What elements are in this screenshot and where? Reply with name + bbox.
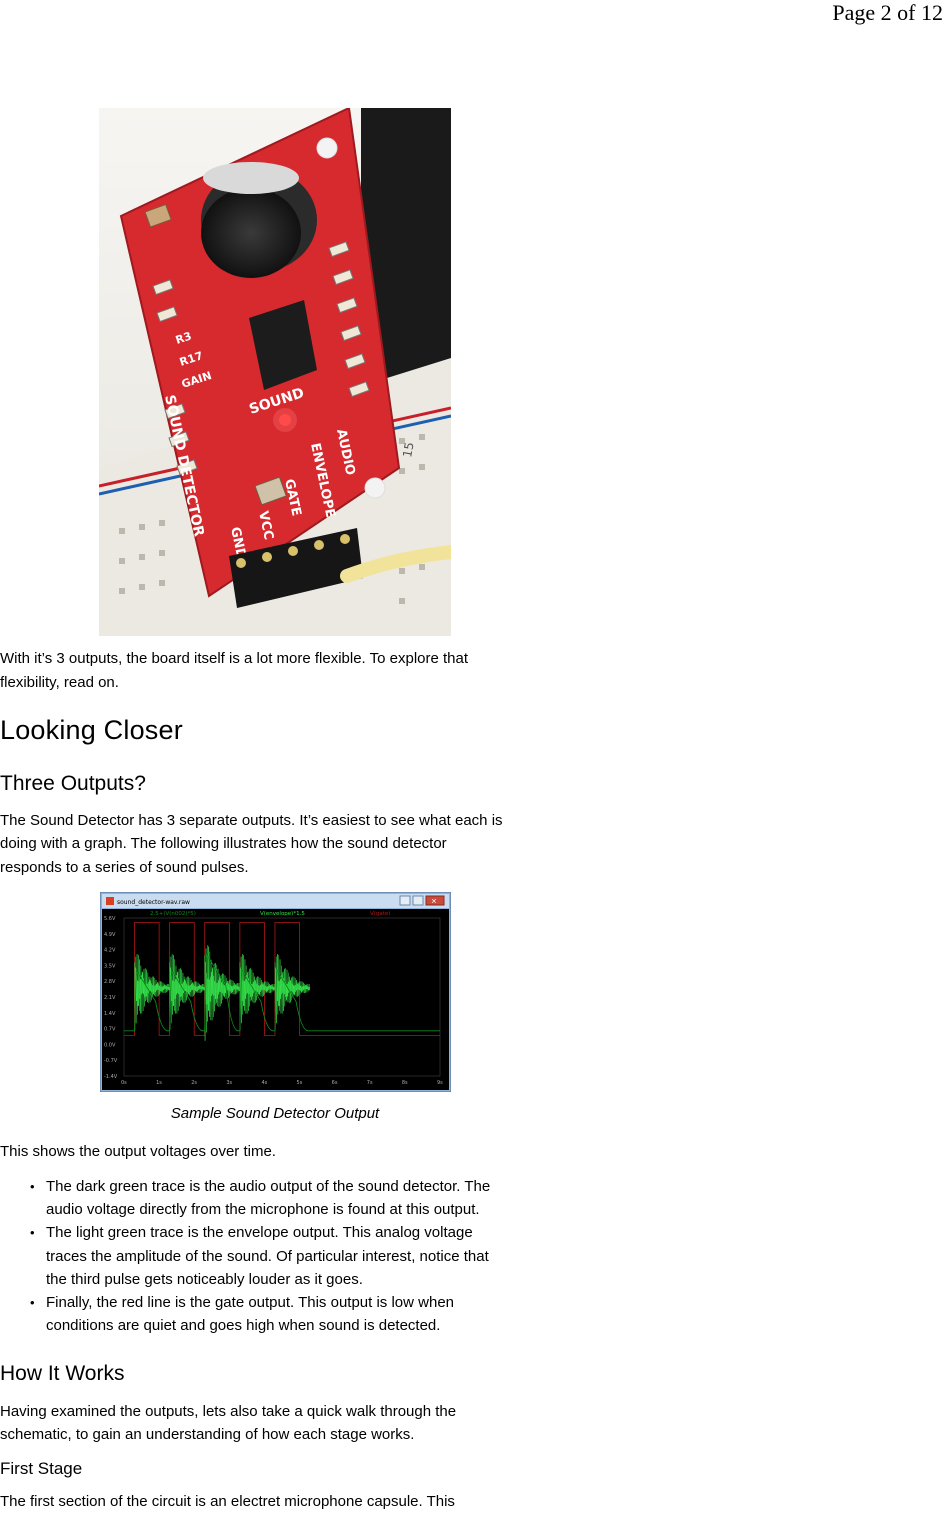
x-tick-label: 7s [367, 1080, 373, 1086]
y-tick-label: 5.6V [104, 916, 116, 922]
bullet-envelope: The light green trace is the envelope ou… [30, 1221, 591, 1291]
y-tick-label: -1.4V [104, 1074, 118, 1080]
three-outputs-text-1: The Sound Detector has 3 separate output… [0, 812, 503, 829]
minimize-button[interactable] [399, 895, 411, 906]
plot-frame [123, 917, 441, 1077]
breadboard-row-label: 15 [400, 441, 416, 458]
heading-first-stage: First Stage [0, 1459, 83, 1478]
audio-burst-trace [274, 954, 310, 1030]
three-outputs-text-2: doing with a graph. The following illust… [0, 835, 447, 852]
bullet-envelope-line-2: traces the amplitude of the sound. Of pa… [46, 1247, 489, 1265]
bullet-audio: The dark green trace is the audio output… [30, 1175, 591, 1221]
app-icon [106, 897, 114, 905]
scope-window-title: sound_detector-wav.raw [117, 899, 190, 906]
audio-burst-trace [169, 954, 205, 1030]
y-tick-label: 1.4V [104, 1011, 116, 1017]
x-tick-label: 5s [297, 1080, 303, 1086]
x-tick-label: 4s [261, 1080, 267, 1086]
x-tick-label: 2s [191, 1080, 197, 1086]
y-tick-label: 3.5V [104, 963, 116, 969]
how-it-works-text-1: Having examined the outputs, lets also t… [0, 1403, 457, 1420]
heading-looking-closer: Looking Closer [0, 715, 183, 745]
output-bullet-list: The dark green trace is the audio output… [0, 1175, 591, 1337]
bullet-gate: Finally, the red line is the gate output… [30, 1291, 591, 1337]
trace-label: V(envelope)*1.5 [260, 911, 305, 917]
y-tick-label: 2.8V [104, 979, 116, 985]
three-outputs-text-3: responds to a series of sound pulses. [0, 859, 249, 876]
breadboard-holes [119, 434, 425, 604]
y-tick-label: 4.9V [104, 932, 116, 938]
y-tick-label: 4.2V [104, 948, 116, 954]
bullet-envelope-line-3: the third pulse gets noticeably louder a… [46, 1270, 363, 1288]
board-label-r3: R3 [174, 330, 193, 347]
trace-label: 2.5+(V(n002)*5) [150, 911, 196, 917]
sound-detector-photo: 15 SOUND [99, 108, 451, 636]
first-stage-text: The first section of the circuit is an e… [0, 1493, 455, 1510]
page-number: Page 2 of 12 [832, 0, 943, 25]
bullet-gate-line-2: conditions are quiet and goes high when … [46, 1317, 441, 1335]
scope-window: sound_detector-wav.raw ✕ 2.5+(V(n002)*5)… [99, 891, 452, 1093]
y-tick-label: 2.1V [104, 995, 116, 1001]
bullet-audio-line-2: audio voltage directly from the micropho… [46, 1201, 480, 1219]
trace-label: V(gate) [370, 911, 390, 917]
intro-text-line-2: flexibility, read on. [0, 674, 119, 691]
y-tick-label: -0.7V [104, 1058, 118, 1064]
board-label-vcc: VCC [255, 510, 276, 542]
header-pins [236, 534, 350, 568]
close-icon: ✕ [431, 898, 437, 906]
figure-caption: Sample Sound Detector Output [170, 1105, 380, 1122]
heading-three-outputs: Three Outputs? [0, 772, 146, 795]
audio-burst-trace [239, 954, 275, 1030]
x-tick-label: 0s [121, 1080, 127, 1086]
audio-burst-trace [134, 954, 170, 1030]
x-tick-label: 8s [402, 1080, 408, 1086]
bullet-gate-line-1: Finally, the red line is the gate output… [46, 1294, 455, 1312]
close-button[interactable] [425, 895, 445, 906]
output-text: This shows the output voltages over time… [0, 1143, 276, 1160]
how-it-works-text-2: schematic, to gain an understanding of h… [0, 1426, 415, 1443]
audio-burst-trace [204, 945, 240, 1041]
heading-how-it-works: How It Works [0, 1362, 125, 1385]
x-tick-label: 9s [437, 1080, 443, 1086]
x-tick-label: 1s [156, 1080, 162, 1086]
y-tick-label: 0.7V [104, 1027, 116, 1033]
sound-detector-output-graph: sound_detector-wav.raw ✕ 2.5+(V(n002)*5)… [99, 891, 452, 1093]
intro-text-line-1: With it’s 3 outputs, the board itself is… [0, 650, 469, 667]
x-tick-label: 6s [332, 1080, 338, 1086]
x-tick-label: 3s [226, 1080, 232, 1086]
board-label-gnd: GND [227, 526, 248, 561]
sound-detector-board-illustration: 15 SOUND [99, 108, 451, 636]
y-tick-label: 0.0V [104, 1042, 116, 1048]
smd-components [152, 241, 370, 476]
bullet-envelope-line-1: The light green trace is the envelope ou… [46, 1224, 473, 1242]
bullet-audio-line-1: The dark green trace is the audio output… [46, 1178, 491, 1195]
envelope-trace [124, 952, 440, 1032]
maximize-button[interactable] [412, 895, 424, 906]
